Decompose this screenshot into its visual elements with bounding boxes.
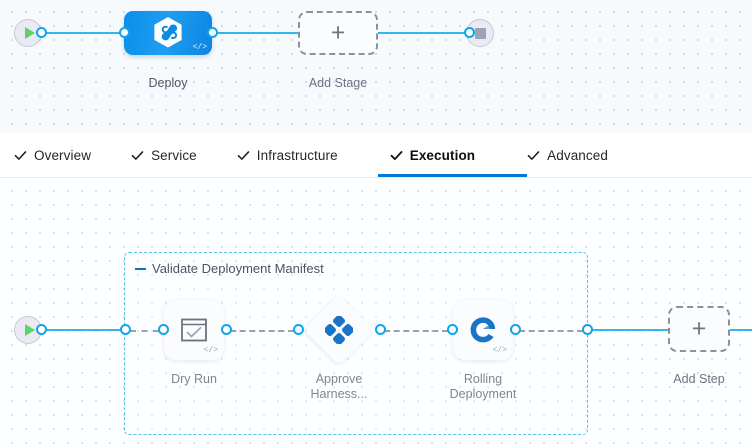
step-label-approve-harness: Approve Harness... xyxy=(310,372,368,401)
plus-icon: + xyxy=(330,18,346,47)
tab-advanced[interactable]: Advanced xyxy=(527,133,638,177)
approve-out-port[interactable] xyxy=(375,324,386,335)
exec-link-approve-rolling xyxy=(384,329,448,332)
exec-link-dryrun-approve xyxy=(230,329,294,332)
check-icon xyxy=(390,150,403,160)
stop-icon xyxy=(475,28,486,39)
tab-execution-label: Execution xyxy=(409,147,476,163)
add-stage-label: Add Stage xyxy=(308,76,368,90)
tab-overview-label: Overview xyxy=(34,147,92,163)
rolling-deployment-icon xyxy=(470,317,496,343)
exec-start-port[interactable] xyxy=(36,324,47,335)
stage-deploy-out-port[interactable] xyxy=(207,27,218,38)
dry-run-out-port[interactable] xyxy=(221,324,232,335)
approval-diamond-icon xyxy=(325,316,353,344)
play-icon xyxy=(25,27,35,39)
stage-end-port[interactable] xyxy=(464,27,475,38)
stage-node-deploy[interactable]: </> xyxy=(124,11,212,55)
stage-link-add-end xyxy=(378,31,468,34)
check-icon xyxy=(527,150,540,160)
step-group-title: Validate Deployment Manifest xyxy=(152,261,324,276)
add-stage-button[interactable]: + xyxy=(298,11,378,55)
step-label-rolling-deployment: Rolling Deployment xyxy=(449,372,517,401)
tab-overview[interactable]: Overview xyxy=(0,133,131,177)
tab-infrastructure[interactable]: Infrastructure xyxy=(237,133,378,177)
dry-run-in-port[interactable] xyxy=(158,324,169,335)
tab-execution[interactable]: Execution xyxy=(377,133,528,177)
step-group-header: Validate Deployment Manifest xyxy=(135,261,324,276)
tab-service-label: Service xyxy=(151,147,197,163)
play-icon xyxy=(25,324,35,336)
stage-deploy-in-port[interactable] xyxy=(119,27,130,38)
plus-icon: + xyxy=(691,314,707,343)
check-icon xyxy=(237,150,250,160)
stage-label-deploy: Deploy xyxy=(148,76,188,90)
step-node-dry-run[interactable]: </> xyxy=(164,300,224,360)
exec-link-trailing xyxy=(730,328,752,331)
stage-config-tabs: Overview Service Infrastructure Executio… xyxy=(0,133,752,178)
tab-service[interactable]: Service xyxy=(131,133,237,177)
execution-graph-canvas[interactable]: Validate Deployment Manifest </> Dry Run xyxy=(0,178,752,448)
stage-start-port[interactable] xyxy=(36,27,47,38)
check-icon xyxy=(14,150,27,160)
add-step-label: Add Step xyxy=(673,372,725,386)
stage-link-deploy-add xyxy=(212,31,302,34)
exec-link-groupin-dryrun xyxy=(130,329,159,332)
add-step-button[interactable]: + xyxy=(668,306,730,352)
rolling-code-badge: </> xyxy=(492,346,507,355)
rolling-out-port[interactable] xyxy=(510,324,521,335)
verify-checkbox-icon xyxy=(181,318,207,342)
step-label-dry-run: Dry Run xyxy=(171,372,217,386)
stage-graph-canvas[interactable]: </> Deploy + Add Stage xyxy=(0,0,752,133)
exec-link-group-addstep xyxy=(590,328,669,331)
dry-run-code-badge: </> xyxy=(203,346,218,355)
rolling-in-port[interactable] xyxy=(447,324,458,335)
stage-code-badge: </> xyxy=(192,43,207,52)
approve-in-port[interactable] xyxy=(293,324,304,335)
tab-infrastructure-label: Infrastructure xyxy=(256,147,338,163)
exec-link-rolling-groupout xyxy=(519,329,583,332)
tab-advanced-label: Advanced xyxy=(547,147,608,163)
step-node-rolling-deployment[interactable]: </> xyxy=(453,300,513,360)
minus-icon[interactable] xyxy=(135,267,146,270)
step-group-out-port[interactable] xyxy=(582,324,593,335)
check-icon xyxy=(131,150,144,160)
stage-link-start-deploy xyxy=(41,31,125,34)
step-group-in-port[interactable] xyxy=(120,324,131,335)
exec-link-start-group xyxy=(41,328,125,331)
harness-hexagon-icon xyxy=(153,16,183,48)
